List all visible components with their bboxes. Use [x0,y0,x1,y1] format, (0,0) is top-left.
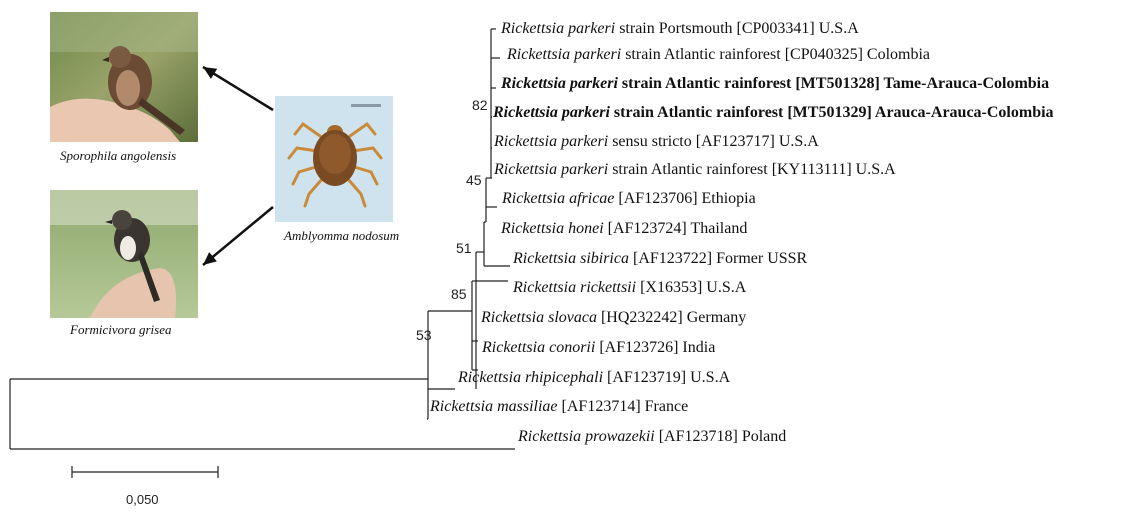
taxon-label: Rickettsia parkeri strain Portsmouth [CP… [501,20,859,38]
taxon-accession: [AF123724] Thailand [604,220,748,237]
bootstrap-value: 85 [451,286,467,302]
taxon-species: Rickettsia massiliae [430,398,558,415]
taxon-label: Rickettsia slovaca [HQ232242] Germany [481,309,746,327]
taxon-label: Rickettsia parkeri strain Atlantic rainf… [501,75,1049,93]
taxon-accession: strain Portsmouth [CP003341] U.S.A [615,20,859,37]
taxon-label: Rickettsia sibirica [AF123722] Former US… [513,250,807,268]
host-arrow [203,207,273,265]
taxon-species: Rickettsia parkeri [494,161,608,178]
taxon-label: Rickettsia parkeri sensu stricto [AF1237… [494,133,819,151]
taxon-label: Rickettsia rickettsii [X16353] U.S.A [513,279,746,297]
taxon-species: Rickettsia rickettsii [513,279,636,296]
taxon-species: Rickettsia parkeri [501,20,615,37]
taxon-accession: strain Atlantic rainforest [CP040325] Co… [621,46,930,63]
taxon-accession: [AF123706] Ethiopia [614,190,755,207]
taxon-species: Rickettsia parkeri [494,133,608,150]
taxon-species: Rickettsia slovaca [481,309,597,326]
taxon-species: Rickettsia prowazekii [518,428,655,445]
taxon-label: Rickettsia parkeri strain Atlantic rainf… [494,161,896,179]
taxon-accession: strain Atlantic rainforest [MT501329] Ar… [610,104,1054,121]
taxon-accession: [X16353] U.S.A [636,279,746,296]
taxon-accession: strain Atlantic rainforest [KY113111] U.… [608,161,896,178]
taxon-accession: [AF123718] Poland [655,428,787,445]
taxon-accession: [AF123726] India [595,339,715,356]
taxon-species: Rickettsia parkeri [501,75,618,92]
bootstrap-value: 45 [466,172,482,188]
taxon-label: Rickettsia parkeri strain Atlantic rainf… [493,104,1054,122]
taxon-label: Rickettsia parkeri strain Atlantic rainf… [507,46,930,64]
scale-bar-label: 0,050 [126,492,159,507]
taxon-species: Rickettsia conorii [482,339,595,356]
taxon-accession: [HQ232242] Germany [597,309,746,326]
taxon-label: Rickettsia prowazekii [AF123718] Poland [518,428,786,446]
taxon-species: Rickettsia sibirica [513,250,629,267]
taxon-species: Rickettsia parkeri [507,46,621,63]
taxon-accession: [AF123719] U.S.A [603,369,730,386]
taxon-accession: sensu stricto [AF123717] U.S.A [608,133,819,150]
taxon-label: Rickettsia rhipicephali [AF123719] U.S.A [458,369,730,387]
bootstrap-value: 53 [416,327,432,343]
taxon-label: Rickettsia honei [AF123724] Thailand [501,220,747,238]
taxon-species: Rickettsia honei [501,220,604,237]
taxon-accession: [AF123714] France [558,398,689,415]
taxon-accession: [AF123722] Former USSR [629,250,807,267]
taxon-label: Rickettsia conorii [AF123726] India [482,339,715,357]
taxon-label: Rickettsia africae [AF123706] Ethiopia [502,190,756,208]
taxon-species: Rickettsia parkeri [493,104,610,121]
taxon-species: Rickettsia africae [502,190,614,207]
taxon-species: Rickettsia rhipicephali [458,369,603,386]
taxon-label: Rickettsia massiliae [AF123714] France [430,398,688,416]
taxon-accession: strain Atlantic rainforest [MT501328] Ta… [618,75,1049,92]
bootstrap-value: 82 [472,97,488,113]
bootstrap-value: 51 [456,240,472,256]
